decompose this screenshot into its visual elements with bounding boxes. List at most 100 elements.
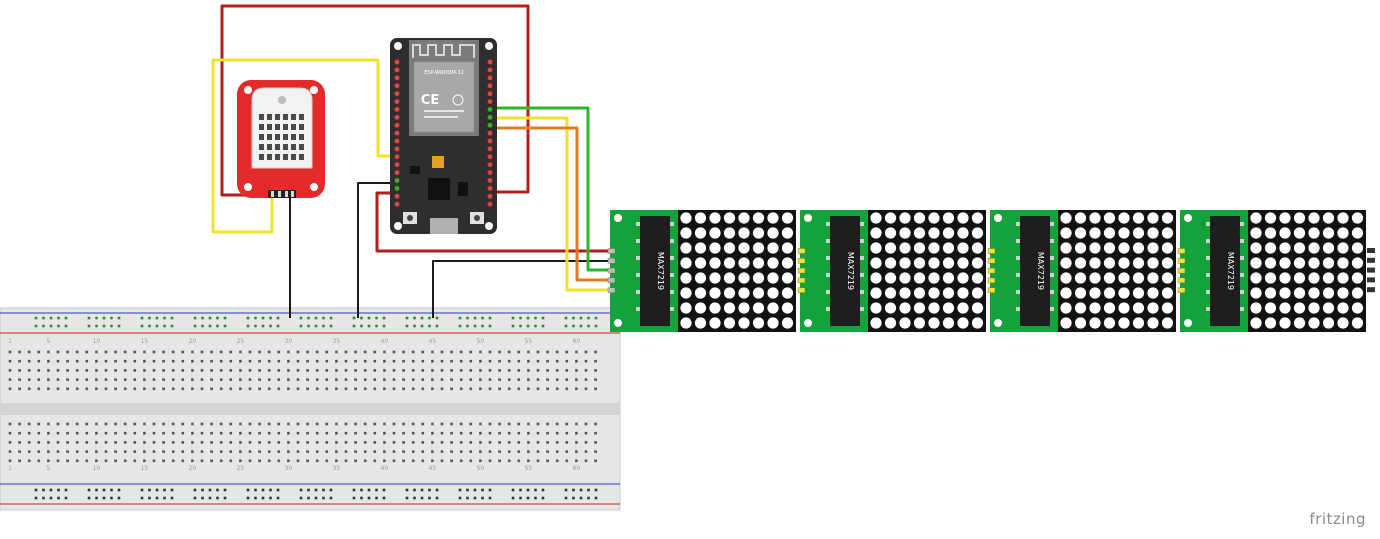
rail-hole (216, 496, 219, 500)
terminal-hole (171, 441, 175, 444)
led-dot (1147, 287, 1159, 299)
terminal-hole (373, 378, 377, 381)
terminal-hole (459, 459, 463, 463)
terminal-hole (383, 431, 386, 435)
terminal-hole (200, 387, 204, 391)
wire-green-din (495, 106, 616, 272)
led-dot (752, 227, 765, 239)
terminal-hole (47, 350, 50, 354)
terminal-hole (469, 369, 473, 372)
terminal-hole (143, 387, 146, 391)
terminal-hole (584, 431, 588, 435)
led-dot (928, 272, 940, 284)
terminal-hole (85, 459, 89, 463)
led-dot (870, 272, 882, 284)
led-dot (957, 272, 969, 284)
rail-hole (511, 496, 515, 500)
esp32-pin-right (487, 201, 493, 208)
terminal-hole (267, 350, 271, 354)
terminal-hole (498, 359, 501, 363)
terminal-hole (555, 387, 559, 391)
chip-pin (636, 239, 640, 243)
rail-hole (110, 496, 113, 500)
terminal-hole (383, 387, 386, 391)
terminal-hole (210, 431, 213, 435)
rail-hole (155, 488, 159, 492)
rail-hole (201, 488, 204, 492)
terminal-hole (56, 387, 60, 391)
led-dot (767, 302, 779, 314)
terminal-hole (133, 450, 137, 453)
terminal-hole (421, 459, 425, 463)
led-dot (913, 227, 926, 239)
led-dot (913, 302, 926, 314)
terminal-hole (479, 387, 482, 391)
esp32-pin-left (394, 161, 400, 168)
led-dot (942, 212, 955, 224)
led-dot (1351, 272, 1364, 284)
terminal-hole (248, 459, 252, 463)
terminal-hole (75, 350, 79, 354)
terminal-hole (402, 459, 405, 463)
terminal-hole (546, 378, 549, 381)
terminal-hole (450, 350, 453, 354)
terminal-hole (402, 450, 405, 453)
terminal-hole (8, 459, 12, 463)
rail-hole (473, 324, 477, 328)
led-dot (899, 317, 911, 329)
terminal-hole (123, 387, 127, 391)
terminal-hole (191, 350, 194, 354)
terminal-hole (171, 422, 175, 426)
led-dot (1337, 287, 1349, 299)
terminal-hole (335, 378, 338, 381)
terminal-hole (210, 378, 213, 381)
chip-pin (670, 290, 674, 294)
rail-hole (246, 324, 250, 328)
terminal-hole (8, 369, 12, 372)
terminal-hole (555, 459, 559, 463)
esp32-pin-right (487, 153, 493, 160)
rail-hole (254, 316, 257, 320)
led-dot (694, 212, 707, 224)
led-dot (1264, 287, 1277, 299)
rail-hole (519, 488, 522, 492)
terminal-hole (191, 459, 194, 463)
terminal-hole (594, 350, 597, 354)
terminal-hole (575, 450, 578, 453)
led-dot (899, 287, 911, 299)
led-dot (1089, 242, 1101, 254)
terminal-hole (517, 369, 521, 372)
terminal-hole (277, 459, 281, 463)
led-dot (680, 272, 692, 284)
esp32-pin-right (487, 122, 493, 129)
terminal-hole (498, 459, 501, 463)
terminal-hole (181, 369, 185, 372)
esp32-pin-left (394, 177, 400, 184)
terminal-hole (171, 450, 175, 453)
terminal-hole (123, 359, 127, 363)
terminal-hole (248, 387, 252, 391)
rail-hole (163, 316, 166, 320)
led-matrix-module: MAX7219 (1177, 210, 1366, 332)
terminal-hole (66, 459, 69, 463)
led-dot (1351, 212, 1364, 224)
led-dot (1132, 272, 1145, 284)
led-dot (738, 227, 750, 239)
rail-hole (246, 496, 250, 500)
matrix-input-pin (797, 258, 806, 264)
led-dot (709, 257, 721, 269)
terminal-hole (584, 359, 588, 363)
led-dot (957, 227, 969, 239)
terminal-hole (565, 369, 569, 372)
terminal-hole (440, 359, 444, 363)
terminal-hole (421, 441, 425, 444)
terminal-hole (152, 422, 156, 426)
led-dot (694, 242, 707, 254)
led-dot (767, 287, 779, 299)
rail-hole (261, 496, 265, 500)
terminal-hole (488, 350, 492, 354)
led-dot (752, 257, 765, 269)
matrix-output-pin (1367, 257, 1375, 263)
terminal-hole (56, 450, 60, 453)
rail-hole (246, 316, 250, 320)
